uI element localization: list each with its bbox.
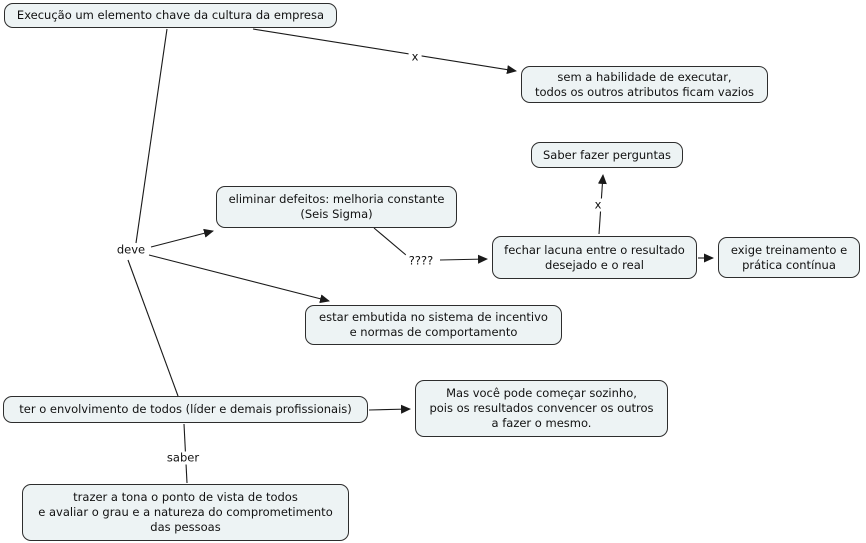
node-fechar-lacuna[interactable]: fechar lacuna entre o resultado desejado… — [492, 236, 697, 279]
link-label-deve[interactable]: deve — [113, 243, 149, 257]
edge-questions-fechar — [439, 254, 488, 264]
node-ter-envolvimento[interactable]: ter o envolvimento de todos (líder e dem… — [3, 396, 368, 423]
edge-deve-ter — [127, 259, 179, 397]
node-trazer-a-tona[interactable]: trazer a tona o ponto de vista de todos … — [22, 484, 349, 541]
link-label-saber[interactable]: saber — [163, 451, 203, 465]
node-saber-fazer-perguntas[interactable]: Saber fazer perguntas — [531, 142, 683, 168]
edge-eliminar-questions — [373, 227, 407, 256]
edge-execucao-deve — [135, 28, 168, 244]
node-mas-voce-pode[interactable]: Mas você pode começar sozinho, pois os r… — [415, 380, 668, 437]
edge-execucao-sem — [252, 28, 517, 75]
node-eliminar-defeitos[interactable]: eliminar defeitos: melhoria constante (S… — [216, 186, 457, 228]
node-sem-habilidade[interactable]: sem a habilidade de executar, todos os o… — [521, 66, 768, 103]
link-label-questions[interactable]: ???? — [405, 254, 437, 268]
link-label-x-mid[interactable]: x — [591, 198, 605, 212]
edge-deve-estar — [148, 254, 330, 304]
node-execucao-cultura[interactable]: Execução um elemento chave da cultura da… — [4, 3, 337, 28]
edge-deve-eliminar — [150, 228, 214, 248]
node-exige-treinamento[interactable]: exige treinamento e prática contínua — [718, 237, 860, 278]
link-label-x-top[interactable]: x — [408, 50, 422, 64]
node-estar-embutida[interactable]: estar embutida no sistema de incentivo e… — [305, 305, 562, 345]
edge-ter-mas — [368, 404, 411, 414]
